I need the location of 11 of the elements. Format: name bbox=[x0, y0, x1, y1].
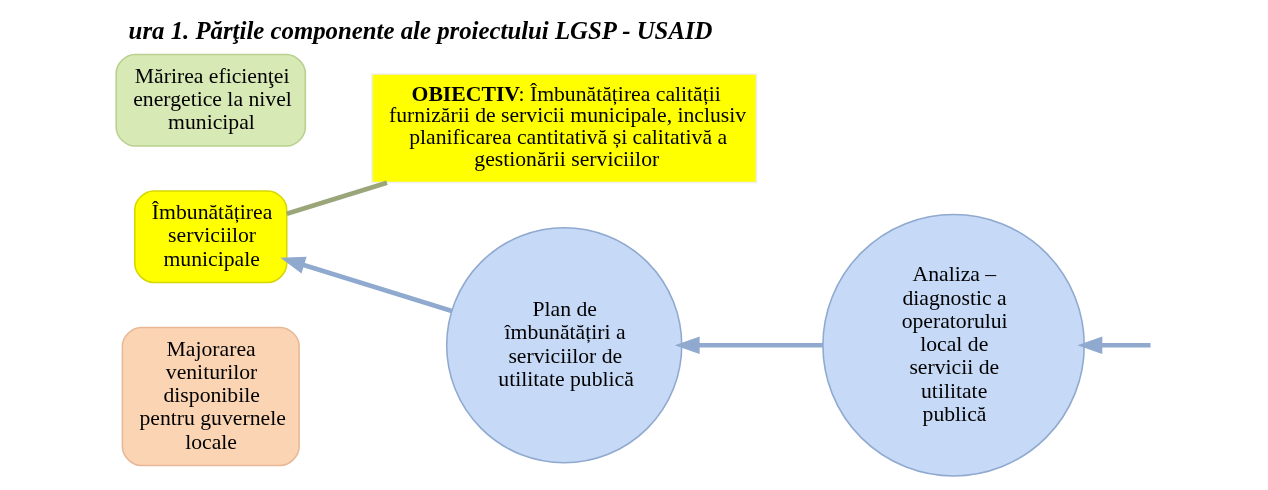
node-circle: Analiza – diagnostic a operatorului local de servicii de utilitate publică bbox=[822, 213, 1086, 477]
connector bbox=[286, 180, 388, 216]
node-box: OBIECTIV: Îmbunătățirea calității furnizării de servicii municipale, inclusiv planificarea cantitativă și calitativă a gestionării serviciilor bbox=[371, 73, 758, 184]
arrow bbox=[674, 336, 823, 354]
diagram-title: ura 1. Părţile componente ale proiectului LGSP - USAID bbox=[128, 16, 713, 44]
node-box: Mărirea eficienţei energetice la nivel municipal bbox=[115, 53, 307, 147]
arrow bbox=[1077, 336, 1151, 354]
node-circle: Plan de îmbunătățiri a serviciilor de utilitate publică bbox=[445, 226, 683, 464]
node-box: Majorarea veniturilor disponibile pentru guvernele locale bbox=[121, 326, 300, 467]
arrow bbox=[280, 256, 453, 314]
node-box: Îmbunătățirea serviciilor municipale bbox=[134, 190, 288, 284]
